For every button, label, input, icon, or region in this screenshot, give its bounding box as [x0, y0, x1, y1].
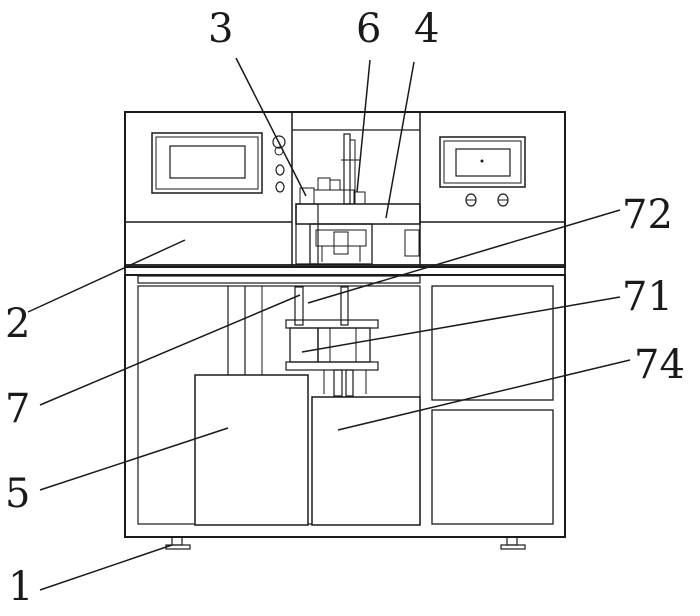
component-5-box	[195, 375, 308, 525]
component-74-box	[312, 397, 420, 525]
machine-feet	[166, 537, 525, 549]
callout-5: 5	[5, 471, 30, 517]
leader-line-4	[386, 62, 414, 218]
callout-7: 7	[5, 386, 30, 432]
callout-6: 6	[356, 6, 381, 52]
callout-72: 72	[622, 192, 673, 238]
callout-71: 71	[622, 274, 673, 320]
right-display-screen	[440, 137, 525, 187]
leader-line-1	[40, 545, 172, 590]
left-display-screen	[152, 133, 262, 193]
callout-2: 2	[5, 301, 30, 347]
leader-line-71	[302, 297, 620, 352]
leader-line-74	[338, 360, 630, 430]
leader-line-3	[236, 58, 306, 196]
callout-3: 3	[208, 6, 233, 52]
callout-4: 4	[414, 6, 439, 52]
callout-74: 74	[634, 342, 685, 388]
right-control-knobs	[466, 194, 508, 206]
central-mechanism	[296, 134, 420, 264]
callout-1: 1	[8, 564, 33, 610]
leader-line-6	[357, 60, 370, 192]
